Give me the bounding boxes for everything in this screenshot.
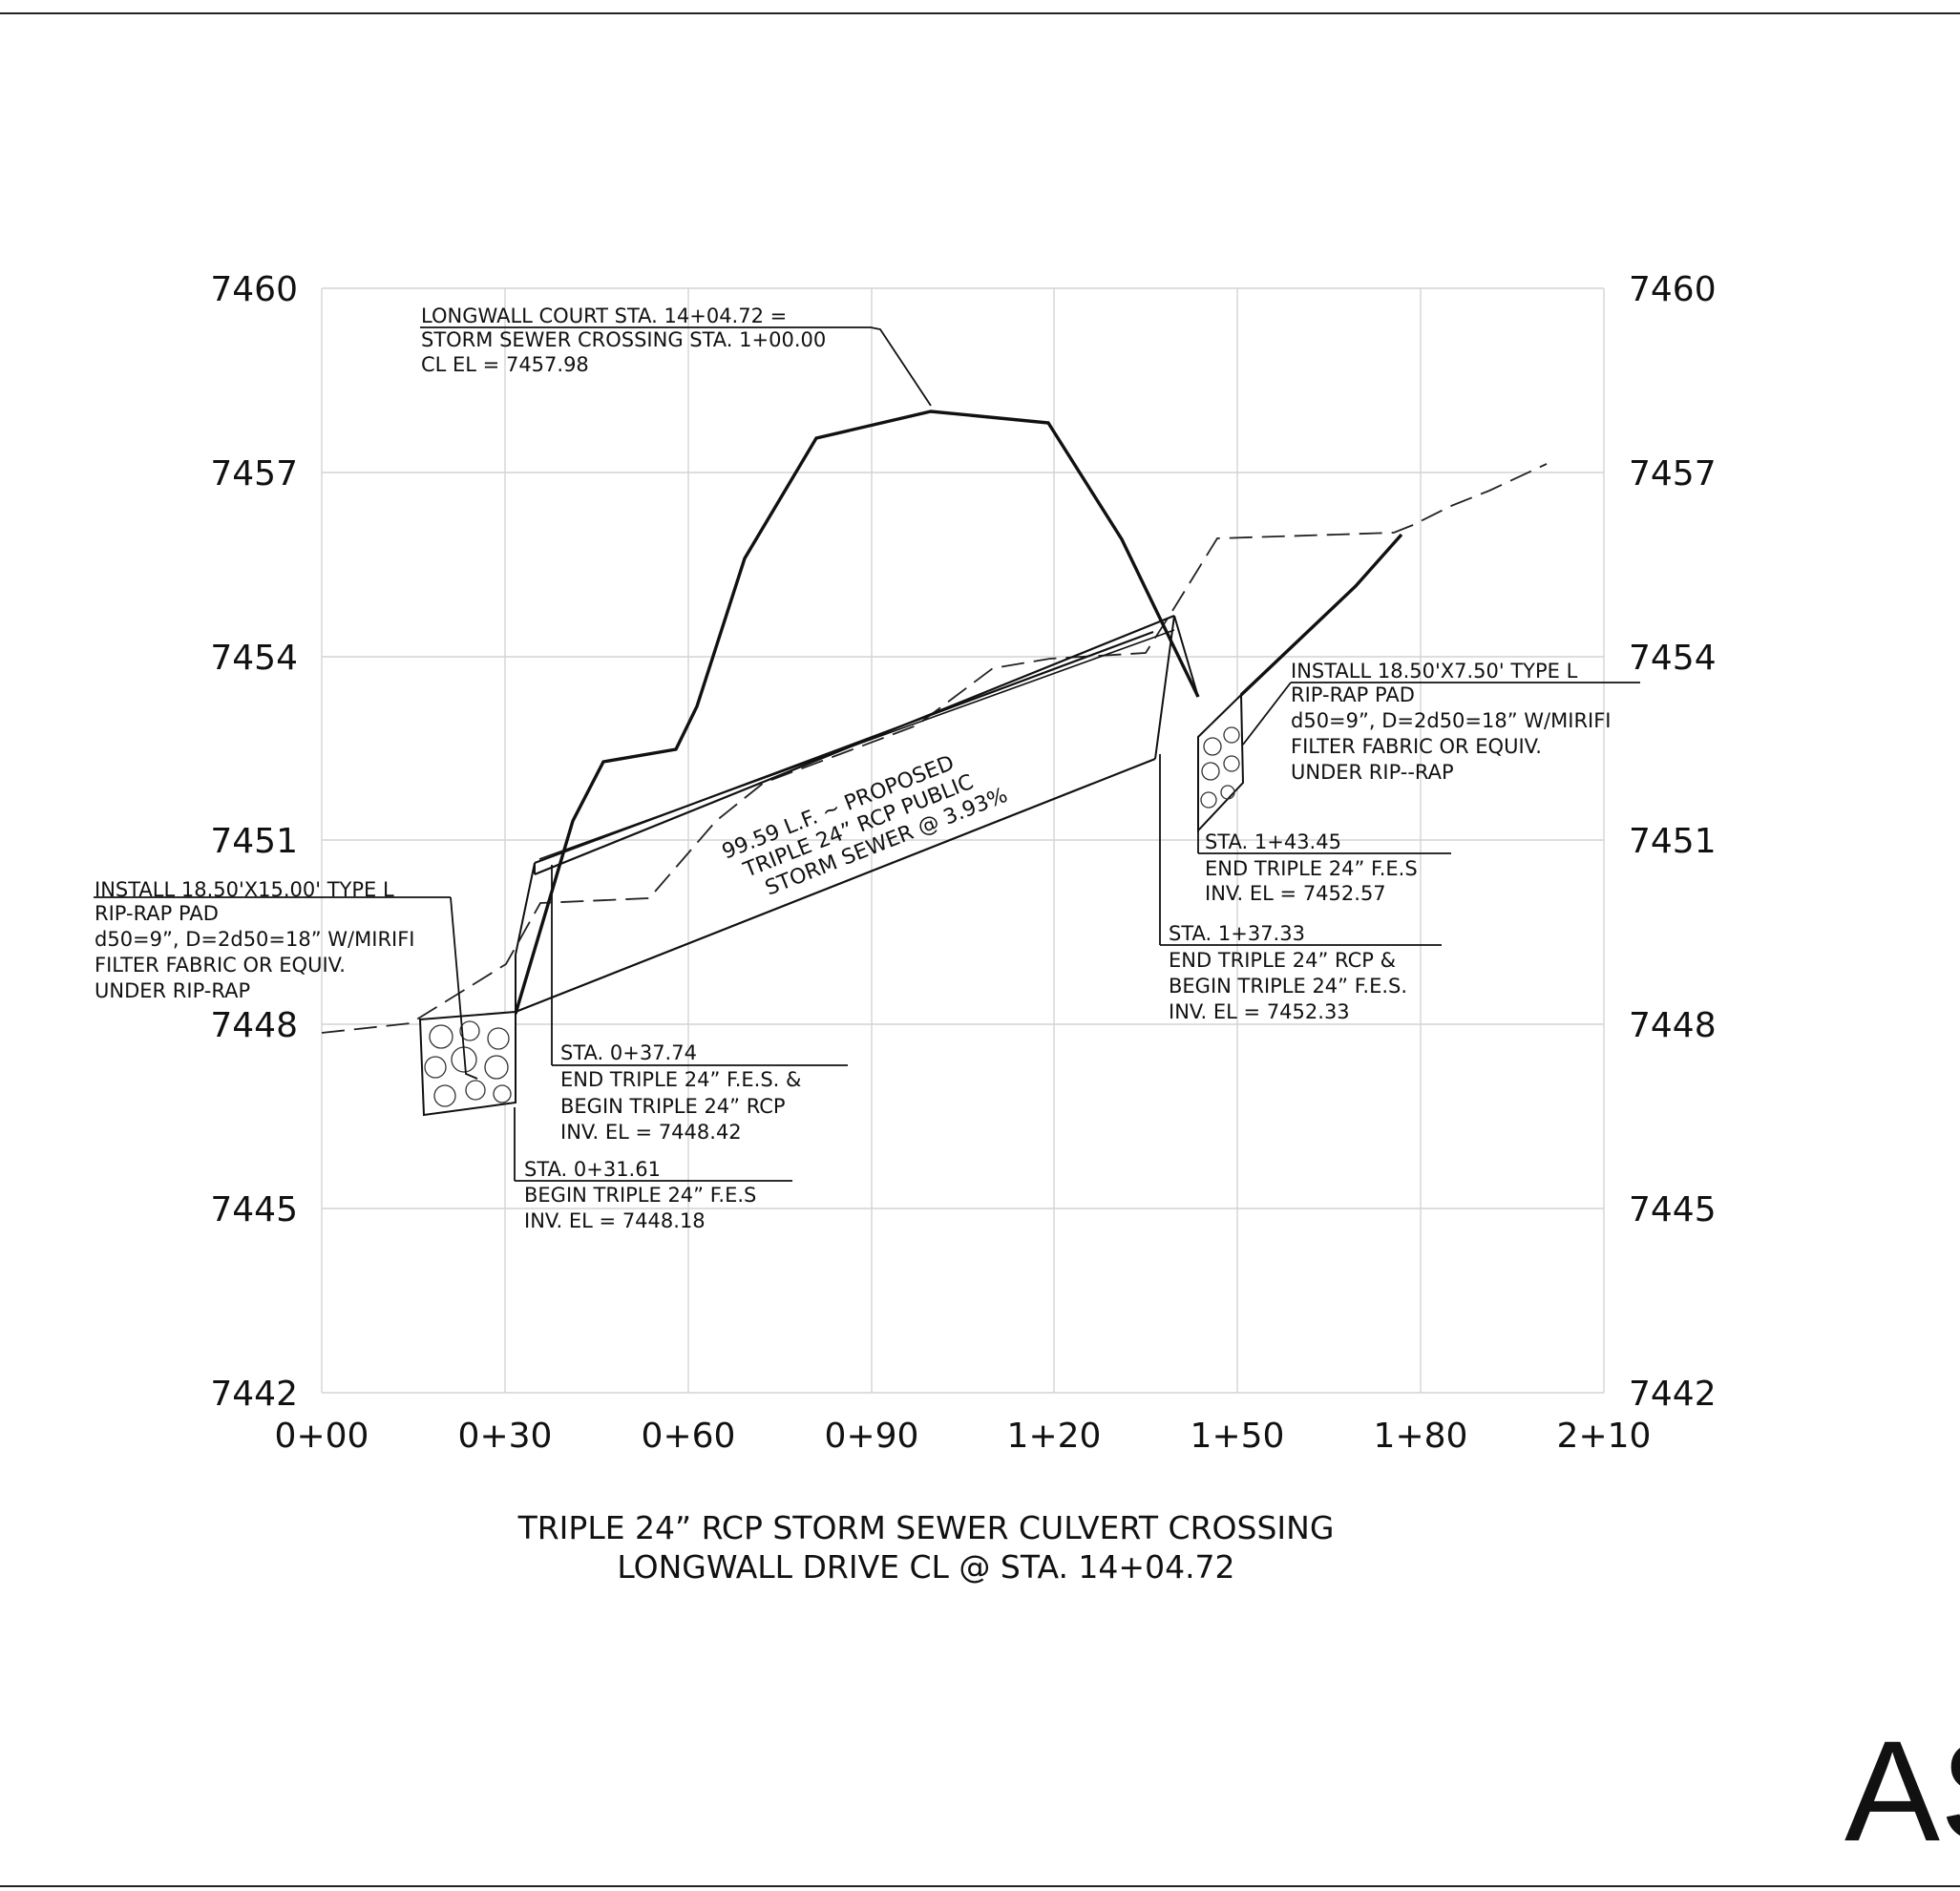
x-tick-label: 1+50 (1191, 1417, 1285, 1456)
y-tick-label: 7451 (1629, 822, 1717, 861)
y-tick-label: 7457 (210, 454, 298, 494)
callout-sta-1-43-45: STA. 1+43.45 END TRIPLE 24” F.E.S INV. E… (1205, 830, 1418, 905)
callout-line: BEGIN TRIPLE 24” RCP (560, 1095, 786, 1118)
callout-line: END TRIPLE 24” F.E.S. & (560, 1068, 801, 1091)
callout-line: INV. EL = 7452.33 (1169, 1000, 1350, 1023)
callout-line: UNDER RIP-RAP (95, 979, 250, 1002)
x-axis: 0+00 0+30 0+60 0+90 1+20 1+50 1+80 2+10 (275, 1417, 1652, 1456)
grid (321, 287, 1605, 1394)
callout-line: RIP-RAP PAD (1291, 683, 1415, 706)
x-tick-label: 2+10 (1557, 1417, 1652, 1456)
storm-sewer-pipe (515, 614, 1199, 1014)
existing-ground-line (321, 463, 1548, 1034)
callout-line: UNDER RIP--RAP (1291, 761, 1454, 784)
callout-line: INSTALL 18.50'X7.50' TYPE L (1291, 660, 1578, 683)
drawing-title-line-1: TRIPLE 24” RCP STORM SEWER CULVERT CROSS… (517, 1509, 1335, 1546)
callout-line: BEGIN TRIPLE 24” F.E.S (524, 1184, 756, 1207)
y-tick-label: 7448 (210, 1006, 298, 1045)
callout-sta-0-31-61: STA. 0+31.61 BEGIN TRIPLE 24” F.E.S INV.… (524, 1158, 756, 1232)
callout-line: STA. 0+31.61 (524, 1158, 661, 1181)
callout-line: STA. 1+43.45 (1205, 830, 1341, 853)
callout-line: INV. EL = 7452.57 (1205, 882, 1386, 905)
leader-lines (94, 326, 1640, 1182)
callout-riprap-right: INSTALL 18.50'X7.50' TYPE L RIP-RAP PAD … (1291, 660, 1612, 784)
callout-line: CL EL = 7457.98 (421, 353, 589, 376)
callout-line: LONGWALL COURT STA. 14+04.72 = (421, 305, 787, 327)
callout-sta-0-37-74: STA. 0+37.74 END TRIPLE 24” F.E.S. & BEG… (560, 1041, 801, 1144)
y-tick-label: 7442 (210, 1375, 298, 1414)
sheet-mark: AS (1844, 1711, 1960, 1871)
callout-line: FILTER FABRIC OR EQUIV. (95, 954, 346, 977)
callout-line: d50=9”, D=2d50=18” W/MIRIFI (95, 928, 415, 951)
callout-line: STA. 0+37.74 (560, 1041, 697, 1064)
callout-line: STORM SEWER CROSSING STA. 1+00.00 (421, 328, 826, 351)
proposed-road-profile (514, 410, 1200, 1015)
x-tick-label: 0+90 (825, 1417, 919, 1456)
y-axis-right: 7460 7457 7454 7451 7448 7445 7442 (1629, 270, 1717, 1414)
x-tick-label: 0+60 (642, 1417, 736, 1456)
y-tick-label: 7445 (1629, 1190, 1717, 1229)
callout-line: FILTER FABRIC OR EQUIV. (1291, 735, 1542, 758)
callout-line: RIP-RAP PAD (95, 902, 219, 925)
y-axis-left: 7460 7457 7454 7451 7448 7445 7442 (210, 270, 298, 1414)
callout-line: STA. 1+37.33 (1169, 922, 1305, 945)
riprap-pad-left (418, 1010, 516, 1117)
callout-line: END TRIPLE 24” RCP & (1169, 949, 1396, 972)
drawing-title-line-2: LONGWALL DRIVE CL @ STA. 14+04.72 (617, 1548, 1234, 1586)
x-tick-label: 0+30 (458, 1417, 553, 1456)
y-tick-label: 7451 (210, 822, 298, 861)
pipe-label: 99.59 L.F. ~ PROPOSED TRIPLE 24” RCP PUB… (719, 751, 1011, 901)
callout-line: INV. EL = 7448.42 (560, 1121, 742, 1144)
x-tick-label: 1+80 (1374, 1417, 1468, 1456)
x-tick-label: 1+20 (1007, 1417, 1102, 1456)
riprap-pad-right (1197, 692, 1245, 833)
callout-line: BEGIN TRIPLE 24” F.E.S. (1169, 975, 1407, 998)
callout-line: d50=9”, D=2d50=18” W/MIRIFI (1291, 709, 1612, 732)
y-tick-label: 7454 (1629, 639, 1717, 678)
y-tick-label: 7445 (210, 1190, 298, 1229)
callout-sta-1-37-33: STA. 1+37.33 END TRIPLE 24” RCP & BEGIN … (1169, 922, 1407, 1023)
y-tick-label: 7460 (210, 270, 298, 309)
callout-riprap-left: INSTALL 18.50'X15.00' TYPE L RIP-RAP PAD… (95, 878, 415, 1002)
callout-line: END TRIPLE 24” F.E.S (1205, 857, 1418, 880)
callout-line: INV. EL = 7448.18 (524, 1209, 706, 1232)
callout-line: INSTALL 18.50'X15.00' TYPE L (95, 878, 394, 901)
y-tick-label: 7460 (1629, 270, 1717, 309)
callout-crossing: LONGWALL COURT STA. 14+04.72 = STORM SEW… (421, 305, 826, 376)
x-tick-label: 0+00 (275, 1417, 369, 1456)
y-tick-label: 7454 (210, 639, 298, 678)
y-tick-label: 7442 (1629, 1375, 1717, 1414)
y-tick-label: 7448 (1629, 1006, 1717, 1045)
y-tick-label: 7457 (1629, 454, 1717, 494)
proposed-grade-right (1239, 533, 1403, 697)
